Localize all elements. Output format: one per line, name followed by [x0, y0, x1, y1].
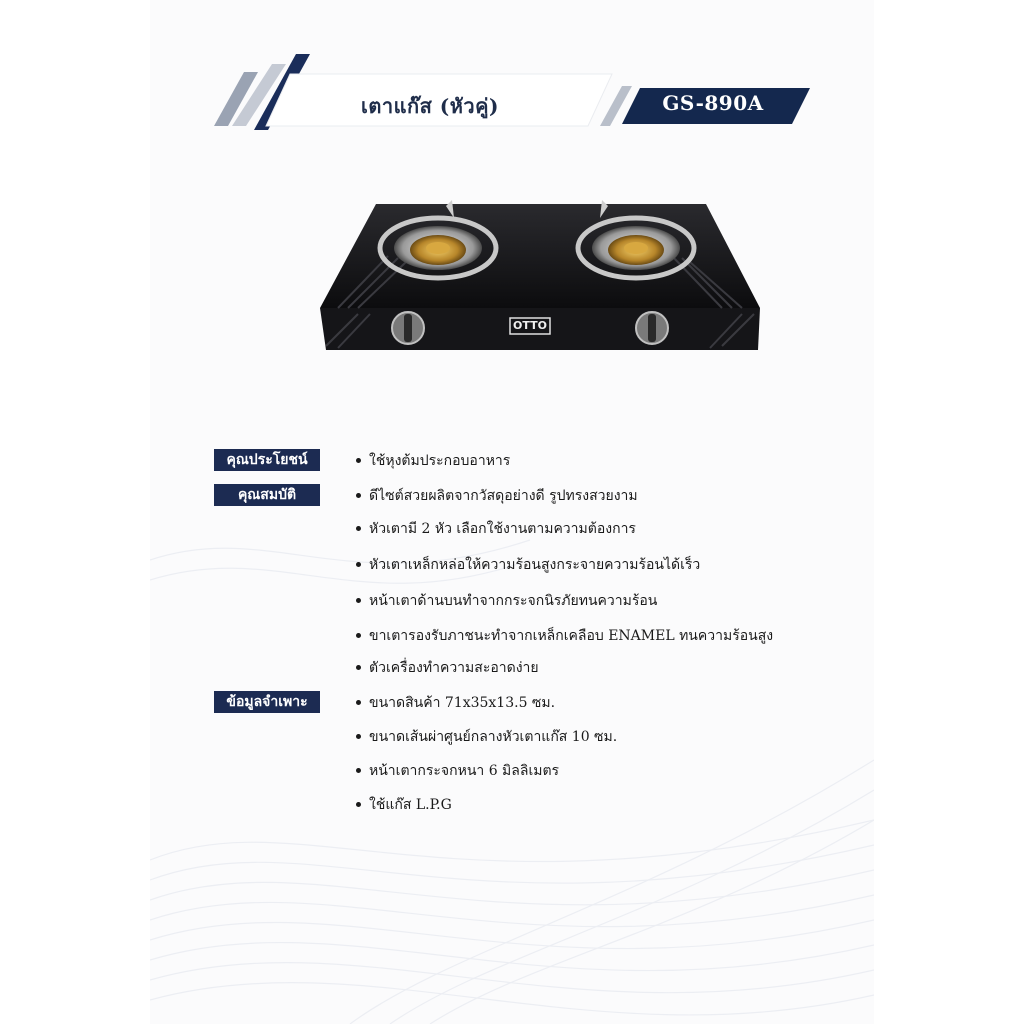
bullet-icon [356, 561, 361, 567]
right-burner [575, 200, 697, 281]
list-item: หัวเตามี 2 หัว เลือกใช้งานตามความต้องการ [356, 520, 636, 538]
bullet-icon [356, 597, 361, 603]
brand-logo: OTTO [513, 319, 547, 332]
list-item: ดีไซต์สวยผลิตจากวัสดุอย่างดี รูปทรงสวยงา… [356, 487, 638, 505]
list-item: ขนาดเส้นผ่าศูนย์กลางหัวเตาแก๊ส 10 ซม. [356, 728, 617, 746]
features-label: คุณสมบัติ [214, 484, 320, 506]
product-image [320, 200, 760, 350]
list-item: ขนาดสินค้า 71x35x13.5 ซม. [356, 694, 555, 712]
list-item: ขาเตารองรับภาชนะทำจากเหล็กเคลือบ ENAMEL … [356, 627, 773, 645]
list-item: ตัวเครื่องทำความสะอาดง่าย [356, 659, 539, 677]
bullet-icon [356, 457, 361, 463]
list-item: ใช้แก๊ส L.P.G [356, 796, 452, 814]
page-sheet [150, 0, 874, 1024]
left-knob [391, 311, 425, 345]
model-number: GS-890A [662, 91, 764, 115]
bullet-icon [356, 767, 361, 773]
bullet-icon [356, 699, 361, 705]
bullet-icon [356, 733, 361, 739]
bullet-icon [356, 632, 361, 638]
bullet-icon [356, 492, 361, 498]
list-item: หัวเตาเหล็กหล่อให้ความร้อนสูงกระจายความร… [356, 556, 700, 574]
page-title: เตาแก๊ส (หัวคู่) [361, 94, 499, 118]
bullet-icon [356, 525, 361, 531]
right-knob [635, 311, 669, 345]
background-waves [150, 539, 874, 1024]
bullet-icon [356, 801, 361, 807]
list-item: หน้าเตากระจกหนา 6 มิลลิเมตร [356, 762, 559, 780]
list-item: ใช้หุงต้มประกอบอาหาร [356, 452, 510, 470]
left-burner [377, 200, 499, 281]
specs-label: ข้อมูลจำเพาะ [214, 691, 320, 713]
title-banner: เตาแก๊ส (หัวคู่) GS-890A [0, 0, 1024, 150]
list-item: หน้าเตาด้านบนทำจากกระจกนิรภัยทนความร้อน [356, 592, 657, 610]
benefits-label: คุณประโยชน์ [214, 449, 320, 471]
bullet-icon [356, 664, 361, 670]
